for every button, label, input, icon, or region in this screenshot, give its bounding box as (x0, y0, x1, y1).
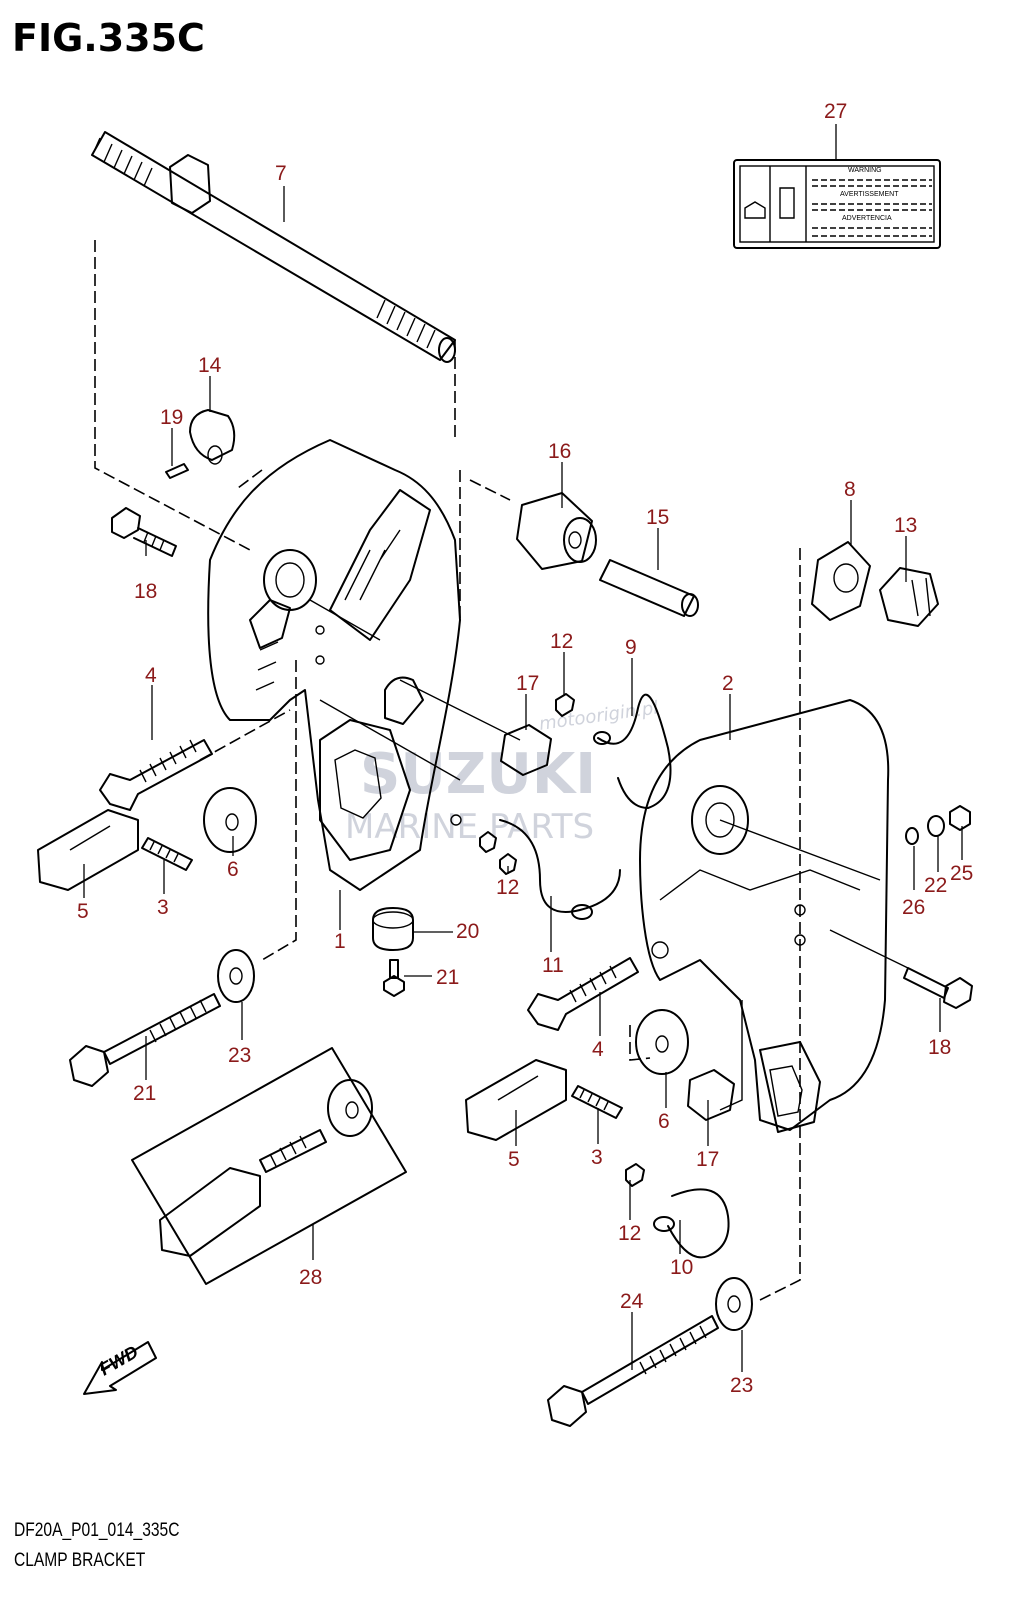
decal-avertissement-text: AVERTISSEMENT (840, 191, 899, 198)
figure-title: FIG.335C (12, 16, 205, 60)
callout-numbers: 7 27 14 19 18 16 15 8 13 12 9 17 2 4 6 5… (77, 100, 973, 1397)
nut-part-25 (949, 805, 971, 831)
nut-part-13 (879, 567, 939, 627)
callout-3-right: 3 (591, 1146, 603, 1169)
callout-27: 27 (824, 100, 847, 123)
screw-part-12-bottom (625, 1163, 645, 1187)
callout-21-small: 21 (436, 966, 459, 989)
callout-12-mid: 12 (496, 876, 519, 899)
callout-19: 19 (160, 406, 183, 429)
tilt-tube-part-7 (91, 131, 456, 363)
washer-part-23-left (217, 949, 255, 1003)
callout-26: 26 (902, 896, 925, 919)
callout-8: 8 (844, 478, 856, 501)
dash-line (629, 1025, 651, 1061)
pin-part-15 (599, 559, 699, 617)
watermark-brand: SUZUKI (360, 742, 596, 807)
dash-line (199, 709, 291, 761)
bolt-part-18-right (903, 967, 973, 1009)
callout-1: 1 (334, 930, 346, 953)
callout-28: 28 (299, 1266, 322, 1289)
screw-part-12-top (555, 693, 575, 717)
cable-part-10 (653, 1188, 730, 1259)
callout-25: 25 (950, 862, 973, 885)
pin-part-19 (165, 463, 189, 479)
callout-23-right: 23 (730, 1374, 753, 1397)
assembly-axis-line (719, 819, 909, 1111)
bushing-part-16 (516, 492, 597, 570)
spring-part-3-right (571, 1085, 623, 1119)
callout-22: 22 (924, 874, 947, 897)
figure-code: DF20A_P01_014_335C (14, 1520, 180, 1541)
bolt-part-21-long (69, 993, 221, 1087)
clamp-screw-part-4-left (99, 739, 213, 811)
washer-part-26 (905, 827, 919, 845)
callout-23-left: 23 (228, 1044, 251, 1067)
fwd-text: FWD (96, 1342, 141, 1380)
assembly-axis-line (309, 599, 521, 781)
bolt-part-24 (547, 1315, 719, 1427)
clamp-kit-part-28 (131, 1047, 407, 1285)
decal-warning-text: WARNING (848, 167, 882, 174)
callout-18-left: 18 (134, 580, 157, 603)
dash-line (261, 660, 297, 961)
callout-17-bottom: 17 (696, 1148, 719, 1171)
callout-5-left: 5 (77, 900, 89, 923)
bushing-part-14 (189, 409, 236, 465)
bushing-part-17-top (500, 724, 552, 776)
cable-part-9 (593, 693, 672, 809)
grommet-part-20 (372, 907, 414, 951)
pad-part-6-left (203, 787, 257, 853)
watermark-sub: MARINE PARTS (345, 807, 594, 847)
callout-18-right: 18 (928, 1036, 951, 1059)
cable-part-11 (499, 819, 621, 920)
washer-part-22 (927, 815, 945, 837)
callout-11: 11 (542, 954, 564, 977)
callout-2: 2 (722, 672, 734, 695)
callout-16: 16 (548, 440, 571, 463)
callout-4-left: 4 (145, 664, 157, 687)
callout-5-right: 5 (508, 1148, 520, 1171)
callout-9: 9 (625, 636, 637, 659)
callout-17-top: 17 (516, 672, 539, 695)
callout-21-long: 21 (133, 1082, 156, 1105)
plate-part-8 (811, 541, 871, 621)
fwd-arrow-icon: FWD (83, 1341, 157, 1395)
screw-part-21-small (383, 959, 405, 997)
clamp-handle-part-5-left (37, 809, 139, 891)
bushing-part-17-bottom (687, 1069, 735, 1121)
assembly-dash-box (94, 240, 456, 551)
callout-24: 24 (620, 1290, 644, 1313)
spring-part-3-left (141, 837, 193, 871)
warning-label-decal-part-27: WARNING AVERTISSEMENT ADVERTENCIA (733, 159, 941, 249)
screws-part-12-mid (479, 831, 517, 875)
callout-6-right: 6 (658, 1110, 670, 1133)
dash-line (759, 548, 801, 1301)
callout-4-right: 4 (592, 1038, 604, 1061)
callout-6-left: 6 (227, 858, 239, 881)
leader-lines (83, 124, 963, 1372)
callout-15: 15 (646, 506, 669, 529)
callout-10: 10 (670, 1256, 693, 1279)
callout-12-top: 12 (550, 630, 573, 653)
bolt-part-18-left (111, 507, 177, 557)
callout-13: 13 (894, 514, 917, 537)
dash-line (459, 470, 511, 618)
clamp-screw-part-4-right (527, 957, 639, 1031)
callout-12-bottom: 12 (618, 1222, 641, 1245)
callout-20: 20 (456, 920, 479, 943)
decal-advertencia-text: ADVERTENCIA (842, 215, 892, 222)
pad-part-6-right (635, 1009, 689, 1075)
callout-7: 7 (275, 162, 287, 185)
clamp-handle-part-5-right (465, 1059, 567, 1141)
callout-14: 14 (198, 354, 222, 377)
callout-3-left: 3 (157, 896, 169, 919)
washer-part-23-right (715, 1277, 753, 1331)
figure-name: CLAMP BRACKET (14, 1550, 146, 1571)
